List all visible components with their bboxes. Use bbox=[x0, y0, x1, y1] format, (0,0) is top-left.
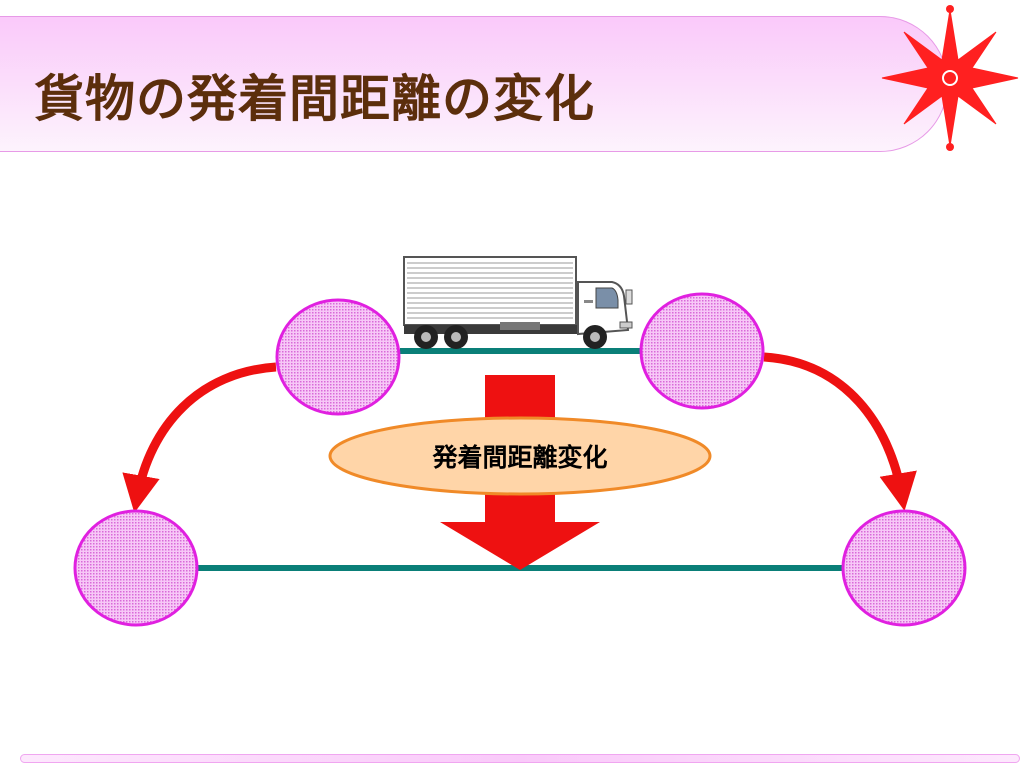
upper-left-node bbox=[275, 298, 401, 416]
upper-right-node bbox=[639, 292, 765, 410]
lower-right-node bbox=[841, 509, 967, 627]
label-ellipse bbox=[328, 416, 712, 496]
right-curve-arrow bbox=[763, 352, 917, 511]
footer-bar bbox=[20, 754, 1020, 763]
left-curve-arrow bbox=[122, 362, 277, 513]
distance-change-label: 発着間距離変化 bbox=[431, 443, 607, 472]
page-title: 貨物の発着間距離の変化 bbox=[34, 70, 595, 128]
star-burst-icon bbox=[881, 5, 1019, 151]
truck-icon bbox=[403, 256, 633, 349]
lower-left-node bbox=[73, 509, 199, 627]
title-banner: 貨物の発着間距離の変化 bbox=[0, 16, 948, 152]
